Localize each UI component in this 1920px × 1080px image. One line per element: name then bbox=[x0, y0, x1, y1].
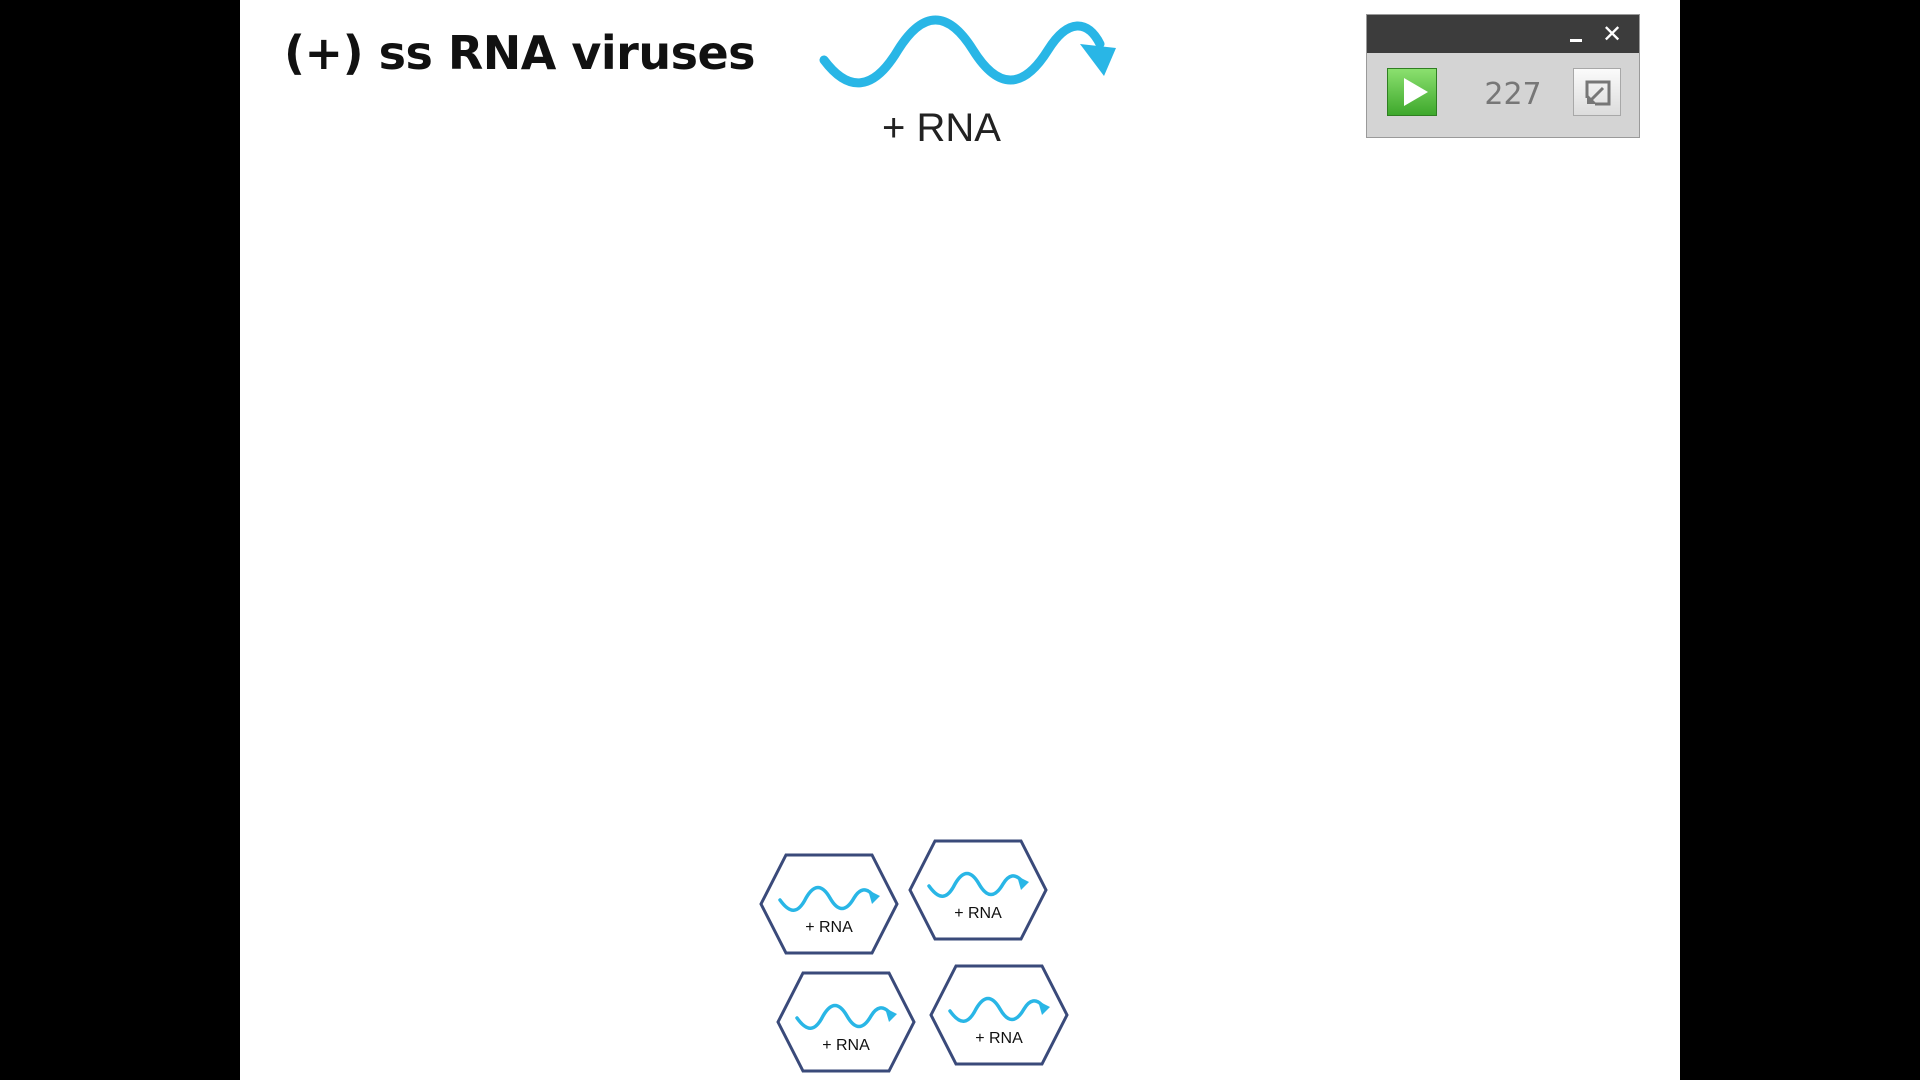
resize-icon[interactable] bbox=[1573, 68, 1621, 116]
minimize-icon[interactable] bbox=[1561, 19, 1591, 49]
capsid-label: + RNA bbox=[954, 905, 1002, 922]
slide: (+) ss RNA viruses + RNA + RNA + RNA + R… bbox=[240, 0, 1680, 1080]
close-icon[interactable]: ✕ bbox=[1601, 20, 1623, 48]
capsid-label: + RNA bbox=[822, 1037, 870, 1054]
player-widget: ✕ 227 bbox=[1366, 14, 1640, 138]
capsid-icon bbox=[908, 839, 1048, 941]
virus-capsid: + RNA bbox=[775, 970, 917, 1074]
capsid-icon bbox=[759, 853, 899, 955]
rna-label: + RNA bbox=[882, 106, 1001, 150]
capsid-label: + RNA bbox=[805, 919, 853, 936]
widget-titlebar[interactable]: ✕ bbox=[1367, 15, 1639, 53]
capsid-icon bbox=[929, 964, 1069, 1066]
rna-strand-diagram bbox=[819, 15, 1116, 88]
capsid-label: + RNA bbox=[975, 1030, 1023, 1047]
virus-capsid: + RNA bbox=[758, 852, 900, 956]
frame-counter: 227 bbox=[1484, 77, 1542, 112]
virus-capsid: + RNA bbox=[928, 963, 1070, 1067]
play-icon[interactable] bbox=[1387, 68, 1437, 116]
capsid-icon bbox=[776, 971, 916, 1073]
slide-title: (+) ss RNA viruses bbox=[284, 26, 756, 80]
virus-capsid: + RNA bbox=[907, 838, 1049, 942]
